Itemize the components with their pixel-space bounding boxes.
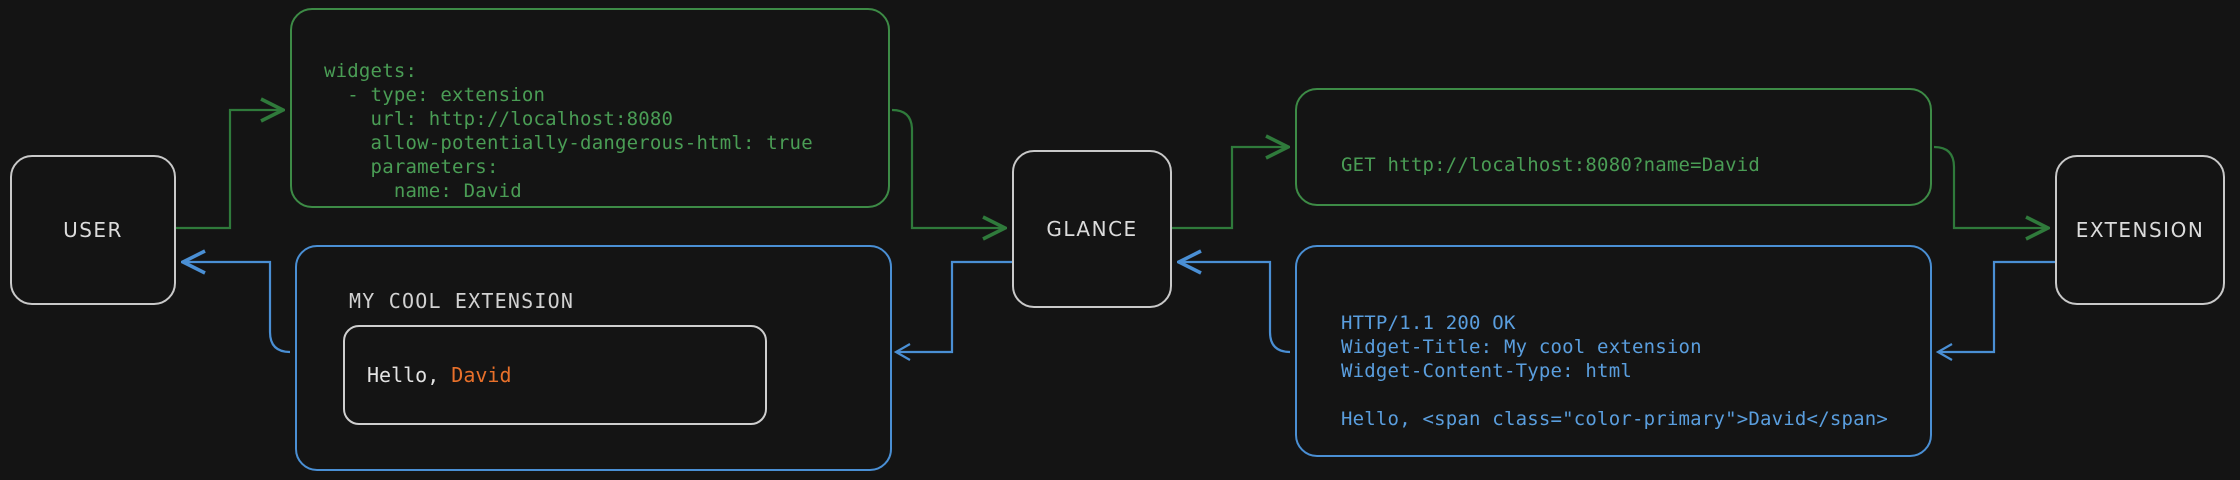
http-request-text: GET http://localhost:8080?name=David <box>1341 154 1761 176</box>
panel-rendered-widget: MY COOL EXTENSION Hello, David <box>295 245 892 471</box>
node-user-label: USER <box>63 218 123 242</box>
panel-http-response: HTTP/1.1 200 OK Widget-Title: My cool ex… <box>1295 245 1932 457</box>
widget-title: MY COOL EXTENSION <box>349 289 575 313</box>
widget-body-prefix: Hello, <box>367 363 452 387</box>
yaml-config-text: widgets: - type: extension url: http://l… <box>324 60 813 202</box>
widget-card: Hello, David <box>343 325 767 425</box>
widget-body-line: Hello, David <box>367 363 512 387</box>
panel-http-request: GET http://localhost:8080?name=David <box>1295 88 1932 206</box>
node-extension[interactable]: EXTENSION <box>2055 155 2225 305</box>
node-extension-label: EXTENSION <box>2075 218 2205 242</box>
node-glance[interactable]: GLANCE <box>1012 150 1172 308</box>
node-user[interactable]: USER <box>10 155 176 305</box>
node-glance-label: GLANCE <box>1046 217 1138 241</box>
panel-yaml-config: widgets: - type: extension url: http://l… <box>290 8 890 208</box>
http-response-text: HTTP/1.1 200 OK Widget-Title: My cool ex… <box>1341 312 1889 430</box>
widget-body-accent: David <box>451 363 512 387</box>
